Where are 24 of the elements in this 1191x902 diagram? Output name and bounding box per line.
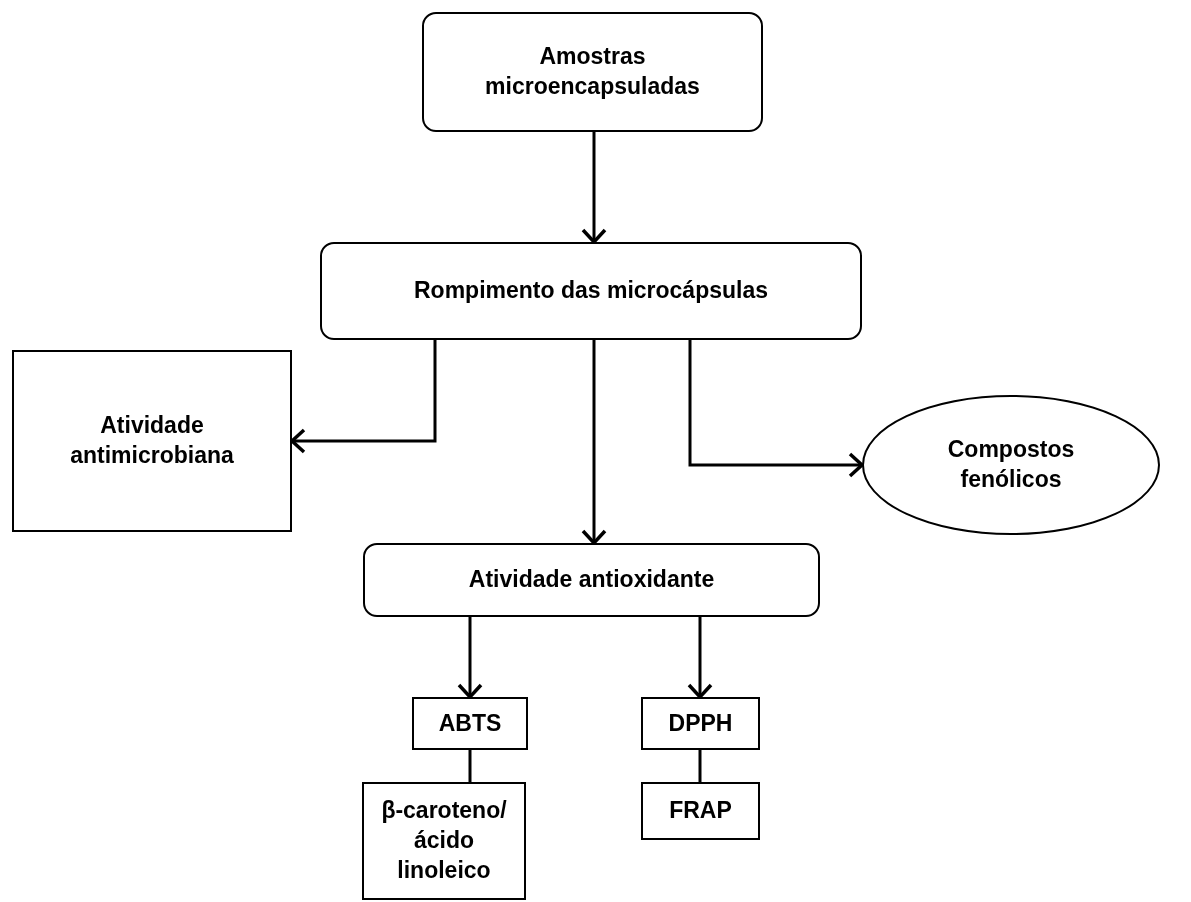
connector-line xyxy=(468,750,472,782)
process-box xyxy=(422,12,763,132)
arrow xyxy=(688,340,864,478)
node-label: ABTS xyxy=(438,708,502,738)
arrow xyxy=(687,617,713,699)
connector-line xyxy=(698,750,702,782)
node-label: Amostras microencapsuladas xyxy=(484,42,701,101)
arrow xyxy=(581,340,607,545)
process-box xyxy=(363,543,820,617)
method-box xyxy=(362,782,526,900)
method-box xyxy=(641,697,760,750)
arrow xyxy=(581,132,607,244)
node-label: Compostos fenólicos xyxy=(946,435,1076,494)
process-box xyxy=(320,242,862,340)
node-label: β-caroteno/ ácido linoleico xyxy=(380,796,508,885)
method-box xyxy=(412,697,528,750)
node-label: Atividade antimicrobiana xyxy=(69,411,235,470)
node-label: DPPH xyxy=(668,708,733,738)
arrow xyxy=(457,617,483,699)
result-box xyxy=(12,350,292,532)
method-box xyxy=(641,782,760,840)
node-label: Atividade antioxidante xyxy=(468,565,715,595)
node-label: FRAP xyxy=(669,796,732,826)
node-label: Rompimento das microcápsulas xyxy=(413,276,768,306)
